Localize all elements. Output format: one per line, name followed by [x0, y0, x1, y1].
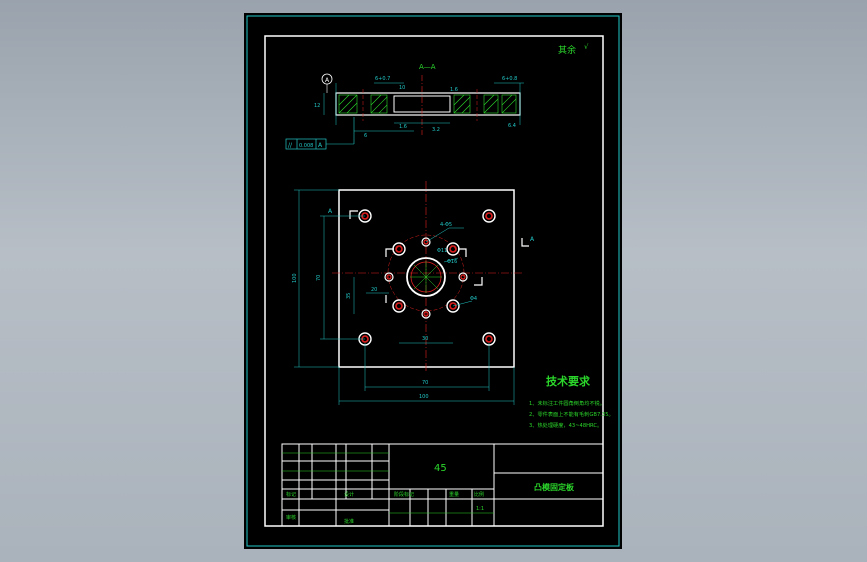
- label-design: 设计: [344, 491, 354, 498]
- label-review: 审核: [286, 514, 296, 521]
- hole-small-label: Φ11: [437, 248, 447, 254]
- hole-right-label: Φ4: [470, 296, 477, 302]
- rough-2: 3.2: [432, 127, 440, 133]
- rough-3: 6.4: [508, 123, 516, 129]
- view-marker-left: A: [328, 208, 333, 215]
- tech-req-title: 技术要求: [546, 374, 591, 388]
- dim-mid-2: 1.6: [399, 124, 407, 130]
- title-part-name: 凸模固定板: [534, 482, 575, 492]
- hole-center-label: Φ16: [447, 259, 457, 265]
- label-stage: 阶段标记: [394, 491, 414, 498]
- dim-bottom: 6: [364, 133, 367, 139]
- label-scale: 比例: [474, 491, 484, 498]
- roughness-note: 其余: [558, 44, 576, 56]
- section-label: A—A: [419, 63, 436, 71]
- parallelism-datum: A: [318, 142, 323, 149]
- section-view: [323, 75, 524, 135]
- tech-req-item-2: 2、零件表面上不能有毛刺GB7.35。: [529, 410, 614, 418]
- title-material: 45: [434, 463, 447, 474]
- parallelism-tolerance: 0.008: [299, 143, 313, 149]
- label-mark: 标记: [286, 491, 296, 498]
- dim-mid-1: 10: [399, 85, 405, 91]
- dim-overall-height: 100: [292, 273, 298, 283]
- dim-height: 12: [314, 103, 320, 109]
- parallelism-frame: [285, 117, 355, 150]
- datum-label: A: [325, 77, 330, 84]
- label-approve: 批准: [344, 518, 354, 525]
- dim-small: 20: [371, 287, 377, 293]
- label-weight: 重量: [449, 491, 459, 498]
- value-scale: 1:1: [476, 506, 484, 512]
- rough-1: 1.6: [450, 87, 458, 93]
- view-marker-right: A: [530, 236, 535, 243]
- drawing-sheet: 其余 √ A—A A 6+0.7: [244, 13, 622, 549]
- dim-half-height: 35: [346, 293, 352, 299]
- plate-outline: [338, 189, 515, 368]
- plan-view: [294, 181, 529, 405]
- parallelism-symbol: //: [288, 142, 293, 149]
- cad-drawing: 其余 √ A—A A 6+0.7: [246, 15, 620, 547]
- hole-4x-label: 4-Φ5: [440, 222, 452, 228]
- roughness-symbol: √: [584, 43, 589, 51]
- dim-center: 30: [422, 336, 428, 342]
- dim-top-left: 6+0.7: [375, 76, 390, 82]
- dim-inner-width: 70: [422, 380, 428, 386]
- dim-overall-width: 100: [419, 394, 429, 400]
- dim-inner-height: 70: [316, 275, 322, 281]
- tech-req-item-1: 1、未标注工件圆角倒角均不锐。: [529, 399, 605, 407]
- dim-top-right: 6+0.8: [502, 76, 517, 82]
- tech-req-item-3: 3、热处理硬度，43~48HRC。: [529, 421, 602, 429]
- outer-frame: [246, 15, 620, 547]
